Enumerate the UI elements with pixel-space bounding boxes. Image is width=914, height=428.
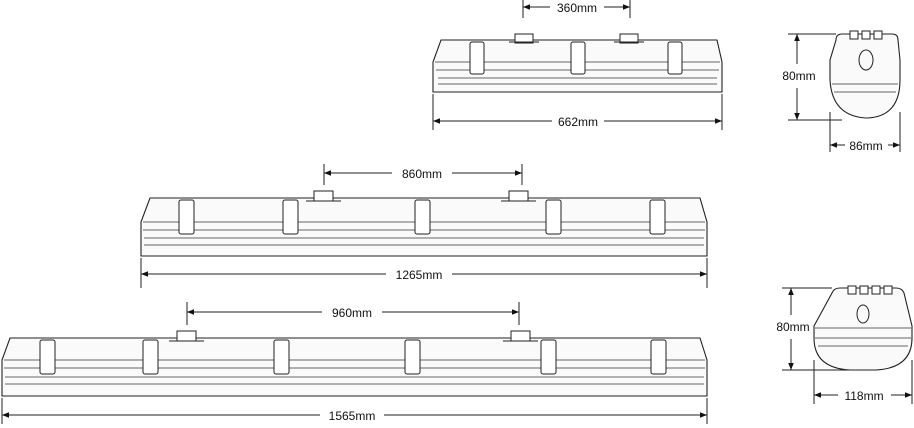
side-view-large — [813, 285, 913, 371]
fixture-medium — [140, 190, 708, 257]
fixture-small — [432, 33, 723, 93]
small-side-height-label: 80mm — [782, 69, 815, 83]
large-length-label: 1565mm — [329, 409, 376, 423]
small-length-label: 662mm — [558, 115, 598, 129]
fixture-large — [1, 330, 708, 397]
medium-clip-spacing-label: 860mm — [402, 167, 442, 181]
large-side-width-label: 118mm — [844, 389, 883, 403]
medium-length-label: 1265mm — [396, 268, 443, 282]
side-view-small — [829, 30, 901, 119]
large-clip-spacing-label: 960mm — [332, 306, 372, 320]
small-side-width-label: 86mm — [849, 139, 882, 153]
small-clip-spacing-label: 360mm — [557, 1, 597, 15]
large-side-height-label: 80mm — [776, 320, 809, 334]
